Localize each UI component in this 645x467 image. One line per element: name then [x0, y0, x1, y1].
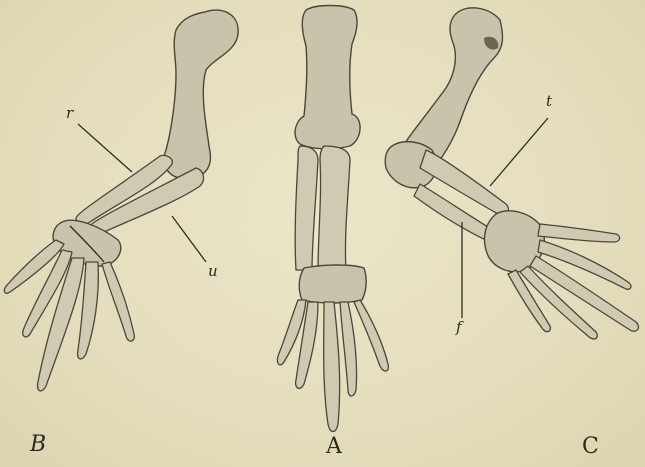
- leader-line-r: [78, 124, 132, 172]
- limb-b-digit-5: [102, 262, 134, 341]
- limb-a: [277, 6, 388, 432]
- panel-label-a: A: [326, 434, 342, 459]
- limb-b-upper-bone: [164, 10, 238, 179]
- limb-b: [4, 10, 238, 391]
- limb-c-digit-1: [538, 224, 620, 242]
- limb-a-forearm-left: [295, 146, 318, 270]
- limb-c: [385, 8, 638, 339]
- limb-a-upper-bone: [295, 6, 360, 149]
- panel-label-c: C: [582, 434, 599, 459]
- bone-label-t: t: [546, 92, 552, 110]
- limb-a-wrist: [299, 265, 366, 303]
- limb-a-digit-3: [324, 302, 340, 432]
- panel-label-b: B: [30, 432, 46, 457]
- bone-label-r: r: [66, 104, 73, 122]
- limb-a-digit-4: [340, 302, 357, 396]
- bone-label-f: f: [456, 318, 462, 336]
- bone-label-u: u: [208, 262, 218, 280]
- limb-a-forearm-right: [318, 146, 350, 270]
- leader-line-t: [490, 118, 548, 186]
- limb-a-digit-5: [354, 300, 388, 371]
- limb-c-digit-2: [538, 240, 631, 289]
- leader-line-u: [172, 216, 206, 262]
